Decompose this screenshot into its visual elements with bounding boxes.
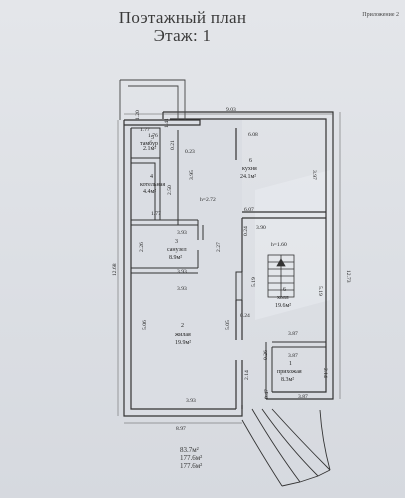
summary-total-area-2: 177.6м² bbox=[180, 462, 203, 470]
area-summary: 83.7м² 177.6м² 177.6м² bbox=[180, 446, 202, 470]
dim-entry-left: 2.14 bbox=[244, 370, 250, 380]
svg-text:холл: холл bbox=[277, 295, 289, 301]
summary-living-area: 83.7м² bbox=[180, 446, 199, 454]
dim-living-bottom: 3.93 bbox=[186, 398, 196, 404]
dim-entry-right: 2.14 bbox=[322, 368, 328, 378]
porch-top bbox=[119, 79, 186, 120]
dim-bath-left: 2.26 bbox=[139, 242, 145, 252]
staircase bbox=[267, 254, 295, 298]
dim-entry-bottom: 3.87 bbox=[298, 394, 308, 400]
dim-vestibule-width: 1.76 bbox=[148, 133, 158, 139]
svg-text:2: 2 bbox=[181, 323, 184, 329]
svg-text:2.1м²: 2.1м² bbox=[143, 146, 156, 152]
dim-bath-bottom: 3.93 bbox=[177, 269, 187, 275]
interior-walls bbox=[131, 127, 326, 399]
dim-vestibule-side: 1.20 bbox=[135, 110, 141, 120]
svg-text:3: 3 bbox=[175, 239, 178, 245]
dim-kitchen-bottom: 6.07 bbox=[244, 207, 254, 213]
floor-label: Этаж: 1 bbox=[153, 26, 212, 45]
svg-text:24.1м²: 24.1м² bbox=[240, 174, 256, 180]
dim-partition-026: 0.26 bbox=[263, 350, 269, 360]
dim-partition-021: 0.21 bbox=[170, 140, 176, 150]
dim-partition-141: 1.41 bbox=[164, 118, 170, 128]
dim-left-overall: 12.68 bbox=[112, 263, 118, 276]
svg-text:6: 6 bbox=[249, 158, 252, 164]
dim-living-right: 5.05 bbox=[225, 320, 231, 330]
room-labels: 5 тамбур 2.1м² 4 котельная 4.4м² 6 кухня… bbox=[140, 135, 302, 383]
svg-text:жилая: жилая bbox=[174, 332, 191, 338]
dim-kitchen-left: 3.95 bbox=[189, 170, 195, 180]
svg-text:19.9м²: 19.9м² bbox=[175, 340, 191, 346]
svg-text:5: 5 bbox=[151, 135, 154, 141]
entrance-steps bbox=[241, 408, 331, 487]
ceiling-h1: h=2.72 bbox=[200, 197, 216, 203]
room-bathroom: 3 санузел 8.9м² bbox=[167, 239, 187, 261]
dimension-labels: 9.03 12.68 12.73 8.97 6.08 6.07 3.97 3.9… bbox=[112, 107, 351, 432]
dim-small-023: 0.23 bbox=[185, 149, 195, 155]
dim-bottom-overall: 8.97 bbox=[176, 426, 186, 432]
svg-text:6: 6 bbox=[283, 287, 286, 293]
summary-total-area-1: 177.6м² bbox=[180, 454, 203, 462]
dim-living-left: 5.06 bbox=[142, 320, 148, 330]
dim-boiler-width: 1.77 bbox=[151, 211, 161, 217]
room-entry: 1 прихожая 8.3м² bbox=[277, 361, 302, 383]
dim-partition-024b: 0.24 bbox=[240, 313, 250, 319]
dim-bath-top: 3.93 bbox=[177, 230, 187, 236]
ceiling-h2: h=1.60 bbox=[271, 242, 287, 248]
dim-kitchen-right: 3.97 bbox=[311, 170, 317, 180]
room-kitchen: 6 кухня 24.1м² bbox=[240, 158, 257, 180]
svg-text:4: 4 bbox=[150, 174, 153, 180]
dim-hall-right: 5.19 bbox=[317, 286, 323, 296]
room-vestibule: 5 тамбур 2.1м² bbox=[140, 135, 158, 152]
dim-boiler-height: 2.50 bbox=[167, 185, 173, 195]
dim-top-overall: 9.03 bbox=[226, 107, 236, 113]
dim-hall-top: 3.90 bbox=[256, 225, 266, 231]
svg-text:тамбур: тамбур bbox=[140, 140, 158, 147]
room-living: 2 жилая 19.9м² bbox=[174, 323, 191, 346]
svg-text:1: 1 bbox=[289, 361, 292, 367]
svg-text:прихожая: прихожая bbox=[277, 369, 302, 375]
dim-hall-left: 5.19 bbox=[251, 277, 257, 287]
appendix-note: Приложение 2 bbox=[362, 12, 399, 18]
dim-partition-024a: 0.24 bbox=[243, 226, 249, 236]
svg-text:кухня: кухня bbox=[242, 166, 257, 172]
dim-vestibule-top: 1.77 bbox=[140, 127, 150, 133]
svg-text:8.9м²: 8.9м² bbox=[169, 255, 182, 261]
svg-text:8.3м²: 8.3м² bbox=[281, 377, 294, 383]
svg-text:котельная: котельная bbox=[140, 182, 165, 188]
dim-living-top: 3.93 bbox=[177, 286, 187, 292]
svg-text:4.4м²: 4.4м² bbox=[143, 189, 156, 195]
room-boiler: 4 котельная 4.4м² bbox=[140, 174, 165, 195]
dim-kitchen-top: 6.08 bbox=[248, 132, 258, 138]
svg-text:санузел: санузел bbox=[167, 247, 187, 253]
dim-hall-bottom: 3.87 bbox=[288, 331, 298, 337]
dimension-lines bbox=[117, 112, 341, 424]
dim-entry-top: 3.87 bbox=[288, 353, 298, 359]
svg-text:19.6м²: 19.6м² bbox=[275, 303, 291, 309]
dim-bath-right: 2.27 bbox=[216, 242, 222, 252]
plan-title: Поэтажный план bbox=[118, 8, 247, 27]
dim-right-overall: 12.73 bbox=[345, 270, 351, 283]
room-hall: 6 холл 19.6м² bbox=[275, 287, 291, 309]
dim-partition-047: 0.47 bbox=[264, 389, 270, 399]
